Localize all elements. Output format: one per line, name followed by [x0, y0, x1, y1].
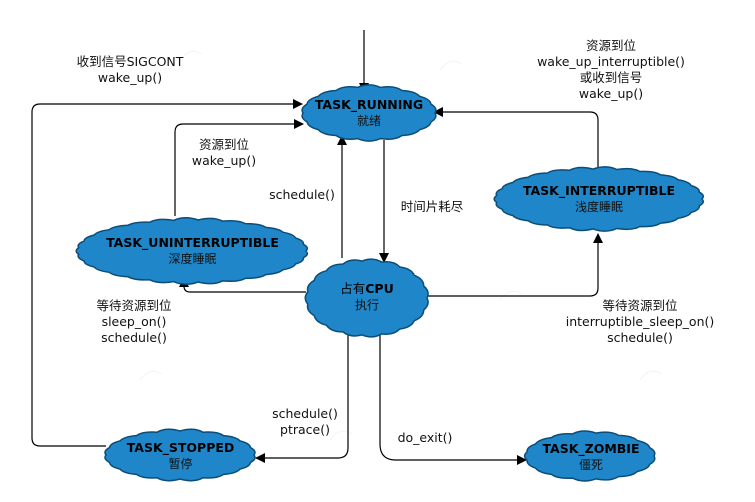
node-task-stopped: TASK_STOPPED 暂停: [108, 440, 253, 472]
edge-label-sleep-on: 等待资源到位 sleep_on() schedule(): [84, 298, 184, 346]
edge-sleep-on: [179, 277, 306, 293]
edge-interruptible-sleep-on: [424, 233, 603, 297]
node-title: TASK_RUNNING: [314, 97, 424, 112]
cloud-task-zombie: [523, 430, 656, 482]
node-title-bold: CPU: [365, 281, 394, 296]
cloud-task-uninterruptible: [75, 217, 309, 285]
edge-label-ptrace: schedule() ptrace(): [268, 406, 342, 438]
node-title: TASK_INTERRUPTIBLE: [522, 183, 676, 198]
edge-label-line: wake_up(): [578, 86, 644, 101]
watermark: [139, 50, 663, 441]
edge-wake-uninterruptible: [174, 119, 304, 216]
edge-label-line: 资源到位: [198, 137, 249, 152]
edge-do-exit: [379, 334, 527, 465]
edge-label-line: 等待资源到位: [96, 298, 172, 313]
edge-label-line: wake_up(): [97, 70, 163, 85]
edge-label-interruptible-sleep-on: 等待资源到位 interruptible_sleep_on() schedule…: [560, 298, 720, 346]
edge-label-do-exit: do_exit(): [390, 430, 460, 446]
edge-label-line: 资源到位: [585, 38, 636, 53]
edge-label-line: 等待资源到位: [602, 298, 678, 313]
edge-label-wake-uninterruptible: 资源到位 wake_up(): [184, 137, 264, 169]
cloud-cpu: [304, 258, 429, 338]
edge-ptrace: [255, 330, 349, 463]
edge-label-line: schedule(): [101, 330, 167, 345]
cloud-task-running: [301, 84, 437, 142]
node-subtitle: 僵死: [578, 458, 603, 472]
node-title: TASK_STOPPED: [126, 440, 235, 455]
edge-label-line: do_exit(): [397, 430, 453, 445]
node-task-zombie: TASK_ZOMBIE 僵死: [526, 441, 656, 473]
edge-label-line: schedule(): [272, 406, 338, 421]
node-cpu: 占有CPU 执行: [312, 281, 422, 313]
edge-label-line: wake_up(): [191, 153, 257, 168]
edge-label-line: 收到信号SIGCONT: [76, 54, 184, 69]
edge-label-wake-interruptible: 资源到位 wake_up_interruptible() 或收到信号 wake_…: [526, 38, 696, 102]
edge-label-schedule-up: schedule(): [264, 187, 340, 203]
edge-label-line: ptrace(): [280, 422, 330, 437]
node-task-uninterruptible: TASK_UNINTERRUPTIBLE 深度睡眠: [80, 235, 305, 267]
cloud-task-interruptible: [493, 166, 705, 232]
node-title: TASK_ZOMBIE: [542, 441, 640, 456]
edge-label-line: 或收到信号: [579, 70, 643, 85]
edge-wake-interruptible: [433, 107, 599, 168]
node-task-interruptible: TASK_INTERRUPTIBLE 浅度睡眠: [494, 183, 704, 215]
node-subtitle: 执行: [354, 298, 379, 312]
node-task-running: TASK_RUNNING 就绪: [304, 97, 434, 129]
node-subtitle: 暂停: [168, 457, 193, 471]
node-subtitle: 浅度睡眠: [574, 200, 623, 214]
edge-label-timeslice: 时间片耗尽: [392, 199, 472, 215]
edge-label-line: schedule(): [607, 330, 673, 345]
edge-label-line: interruptible_sleep_on(): [565, 314, 715, 329]
node-subtitle: 深度睡眠: [168, 252, 217, 266]
node-title: TASK_UNINTERRUPTIBLE: [106, 235, 279, 250]
edge-label-sigcont: 收到信号SIGCONT wake_up(): [60, 54, 200, 86]
edge-label-line: sleep_on(): [101, 314, 167, 329]
edge-sigcont: [31, 99, 303, 447]
node-subtitle: 就绪: [356, 114, 381, 128]
node-title: 占有CPU: [312, 281, 422, 297]
edge-label-line: 时间片耗尽: [400, 199, 464, 214]
edge-label-line: wake_up_interruptible(): [537, 54, 685, 69]
cloud-task-stopped: [104, 428, 256, 482]
edge-label-line: schedule(): [269, 187, 335, 202]
node-title-prefix: 占有: [340, 281, 366, 296]
